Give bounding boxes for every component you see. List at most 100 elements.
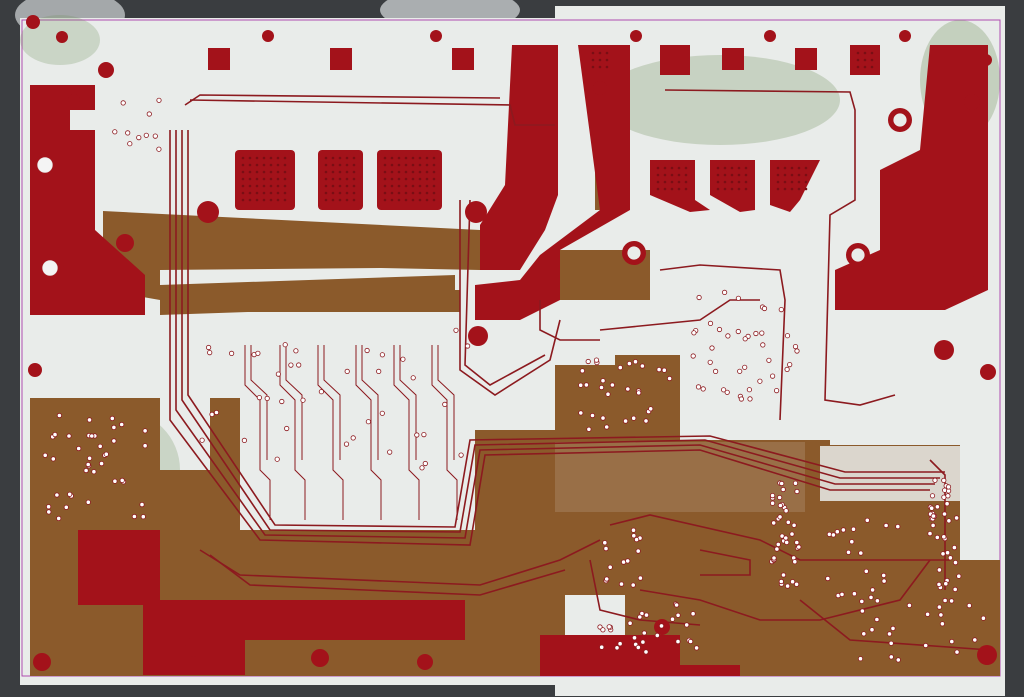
via-icon <box>945 484 952 490</box>
via-icon <box>383 170 387 174</box>
via-icon <box>276 184 280 188</box>
via-icon <box>716 173 720 177</box>
via-icon <box>419 465 425 471</box>
via-icon <box>86 417 93 423</box>
via-icon <box>684 622 690 628</box>
via-icon <box>411 177 415 181</box>
via-icon <box>379 352 385 358</box>
via-icon <box>338 156 342 160</box>
via-icon <box>67 491 73 497</box>
via-icon <box>783 508 789 514</box>
via-icon <box>656 173 660 177</box>
via-icon <box>453 327 459 333</box>
via-icon <box>730 180 734 184</box>
via-icon <box>83 467 89 474</box>
via-icon <box>716 180 720 184</box>
via-icon <box>119 477 125 483</box>
via-icon <box>669 616 676 622</box>
via-icon <box>663 187 667 191</box>
via-icon <box>279 398 285 405</box>
trace <box>279 345 306 520</box>
via-icon <box>411 170 415 174</box>
via-icon <box>693 645 700 651</box>
via-icon <box>712 368 719 374</box>
via-icon <box>262 163 266 167</box>
via-icon <box>954 649 960 655</box>
via-icon <box>696 294 702 301</box>
mounting-hole-icon <box>430 30 442 42</box>
via-icon <box>723 180 727 184</box>
mounting-hole-icon <box>185 637 205 657</box>
via-icon <box>656 180 660 184</box>
via-icon <box>248 177 252 181</box>
via-icon <box>791 522 797 528</box>
via-icon <box>869 587 876 593</box>
via-icon <box>654 632 660 639</box>
via-icon <box>207 349 213 356</box>
via-icon <box>603 545 609 552</box>
via-icon <box>598 384 605 391</box>
via-icon <box>684 166 688 170</box>
via-icon <box>85 499 91 505</box>
via-icon <box>742 364 748 370</box>
via-icon <box>586 426 592 432</box>
mounting-holes <box>26 15 997 671</box>
mounting-hole-icon <box>964 94 980 110</box>
via-icon <box>99 460 105 467</box>
via-icon <box>418 177 422 181</box>
via-icon <box>139 501 145 508</box>
via-icon <box>331 177 335 181</box>
via-icon <box>142 428 148 434</box>
via-icon <box>630 582 636 588</box>
via-icon <box>631 415 637 421</box>
via-icon <box>600 378 606 384</box>
via-icon <box>283 191 287 195</box>
via-icon <box>418 198 422 202</box>
via-icon <box>617 641 623 647</box>
via-icon <box>695 384 702 390</box>
via-icon <box>778 578 784 585</box>
via-icon <box>936 567 943 573</box>
via-icon <box>746 387 753 393</box>
via-icon <box>136 135 142 141</box>
via-icon <box>397 198 401 202</box>
mounting-hole-icon <box>28 363 42 377</box>
via-icon <box>895 523 901 530</box>
via-icon <box>663 180 667 184</box>
via-icon <box>418 184 422 188</box>
via-icon <box>934 534 940 541</box>
via-icon <box>769 500 776 506</box>
via-icon <box>856 51 860 55</box>
via-icon <box>269 198 273 202</box>
via-icon <box>941 534 947 540</box>
via-icon <box>418 191 422 195</box>
via-icon <box>255 156 259 160</box>
via-icon <box>626 360 633 367</box>
via-icon <box>46 509 52 515</box>
via-icon <box>730 187 734 191</box>
via-icon <box>690 611 696 617</box>
via-icon <box>276 198 280 202</box>
trace <box>355 345 382 520</box>
via-icon <box>658 623 665 629</box>
via-icon <box>825 575 831 582</box>
via-icon <box>283 184 287 188</box>
via-icon <box>112 129 118 135</box>
via-icon <box>206 344 212 351</box>
via-icon <box>761 305 768 312</box>
via-icon <box>269 170 273 174</box>
via-icon <box>804 187 808 191</box>
mounting-hole-icon <box>627 246 641 260</box>
via-icon <box>464 343 471 349</box>
trace <box>317 345 344 520</box>
via-icon <box>241 184 245 188</box>
via-icon <box>241 198 245 202</box>
mounting-hole-icon <box>465 201 487 223</box>
via-icon <box>418 163 422 167</box>
via-icon <box>972 637 978 643</box>
via-icon <box>776 494 783 501</box>
via-icon <box>666 375 673 382</box>
via-icon <box>425 163 429 167</box>
via-icon <box>723 187 727 191</box>
